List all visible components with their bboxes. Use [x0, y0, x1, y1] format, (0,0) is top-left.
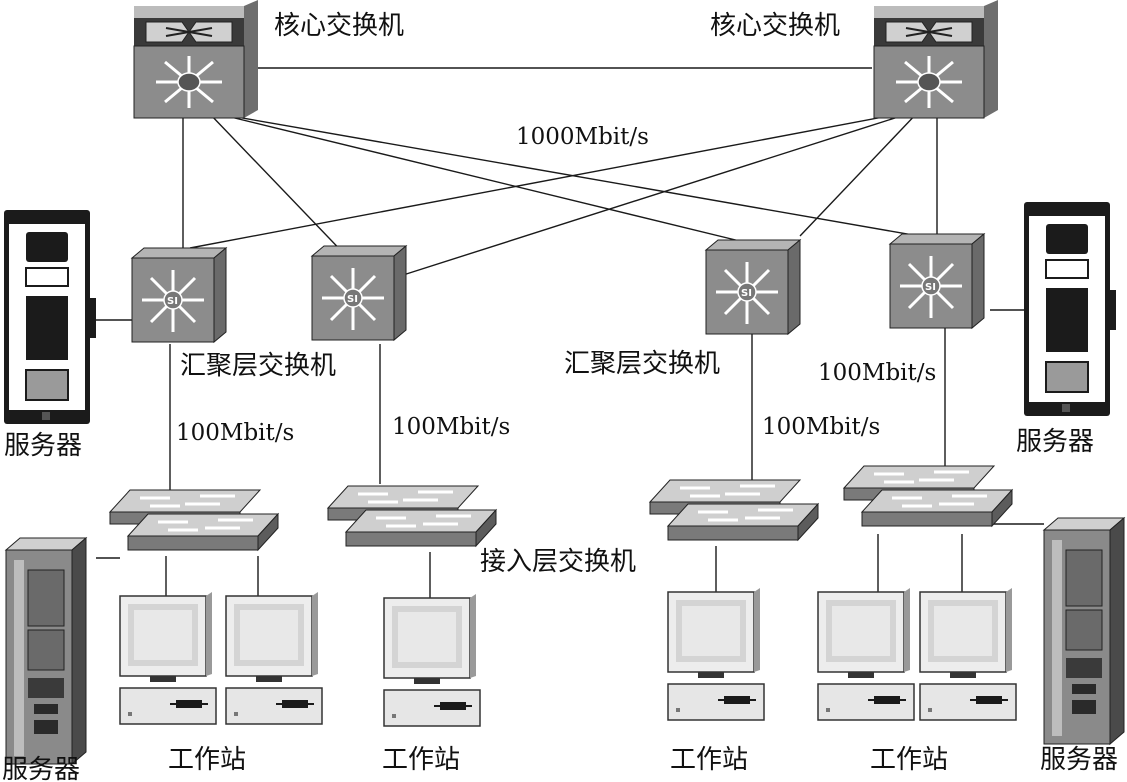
aggregation-switch-label: 汇聚层交换机	[564, 349, 720, 379]
link-coreR-agg1	[189, 109, 921, 249]
workstation-label: 工作站	[870, 745, 948, 775]
server-icon	[3, 209, 97, 425]
workstation-icon	[383, 593, 481, 727]
link-coreR-agg3	[799, 109, 921, 237]
server-icon	[1043, 517, 1125, 745]
layer3-switch-icon	[130, 246, 228, 344]
link-speed-label: 100Mbit/s	[176, 420, 294, 446]
workstation-label: 工作站	[168, 745, 246, 775]
layer3-switch-icon	[310, 244, 408, 342]
core-switch-icon	[132, 0, 260, 120]
workstation-label: 工作站	[382, 745, 460, 775]
core-switch-label: 核心交换机	[710, 11, 840, 41]
aggregation-switch-label: 汇聚层交换机	[180, 351, 336, 381]
access-switch-icon	[326, 484, 498, 548]
server-icon	[5, 537, 87, 765]
core-link-speed-label: 1000Mbit/s	[516, 124, 649, 150]
links	[92, 67, 1044, 598]
access-switch-icon	[648, 478, 820, 542]
link-speed-label: 100Mbit/s	[762, 414, 880, 440]
access-switch-icon	[842, 464, 1014, 528]
core-switch-icon	[872, 0, 1000, 120]
link-speed-label: 100Mbit/s	[818, 360, 936, 386]
server-label: 服务器	[1040, 745, 1118, 775]
server-label: 服务器	[4, 431, 82, 461]
workstation-icon	[225, 591, 323, 725]
link-coreL-agg3	[209, 111, 753, 245]
server-label: 服务器	[1016, 427, 1094, 457]
access-switch-icon	[108, 488, 280, 552]
workstation-icon	[119, 591, 217, 725]
server-icon	[1023, 201, 1117, 417]
access-switch-label: 接入层交换机	[480, 547, 636, 577]
link-speed-label: 100Mbit/s	[392, 414, 510, 440]
workstation-label: 工作站	[670, 745, 748, 775]
link-coreL-agg2	[207, 111, 353, 263]
core-switch-label: 核心交换机	[274, 11, 404, 41]
link-coreR-agg2	[399, 109, 921, 277]
workstation-icon	[817, 587, 915, 721]
workstation-icon	[919, 587, 1017, 721]
layer3-switch-icon	[704, 238, 802, 336]
link-coreL-agg4	[207, 111, 931, 239]
layer3-switch-icon	[888, 232, 986, 330]
server-label: 服务器	[2, 755, 80, 782]
workstation-icon	[667, 587, 765, 721]
